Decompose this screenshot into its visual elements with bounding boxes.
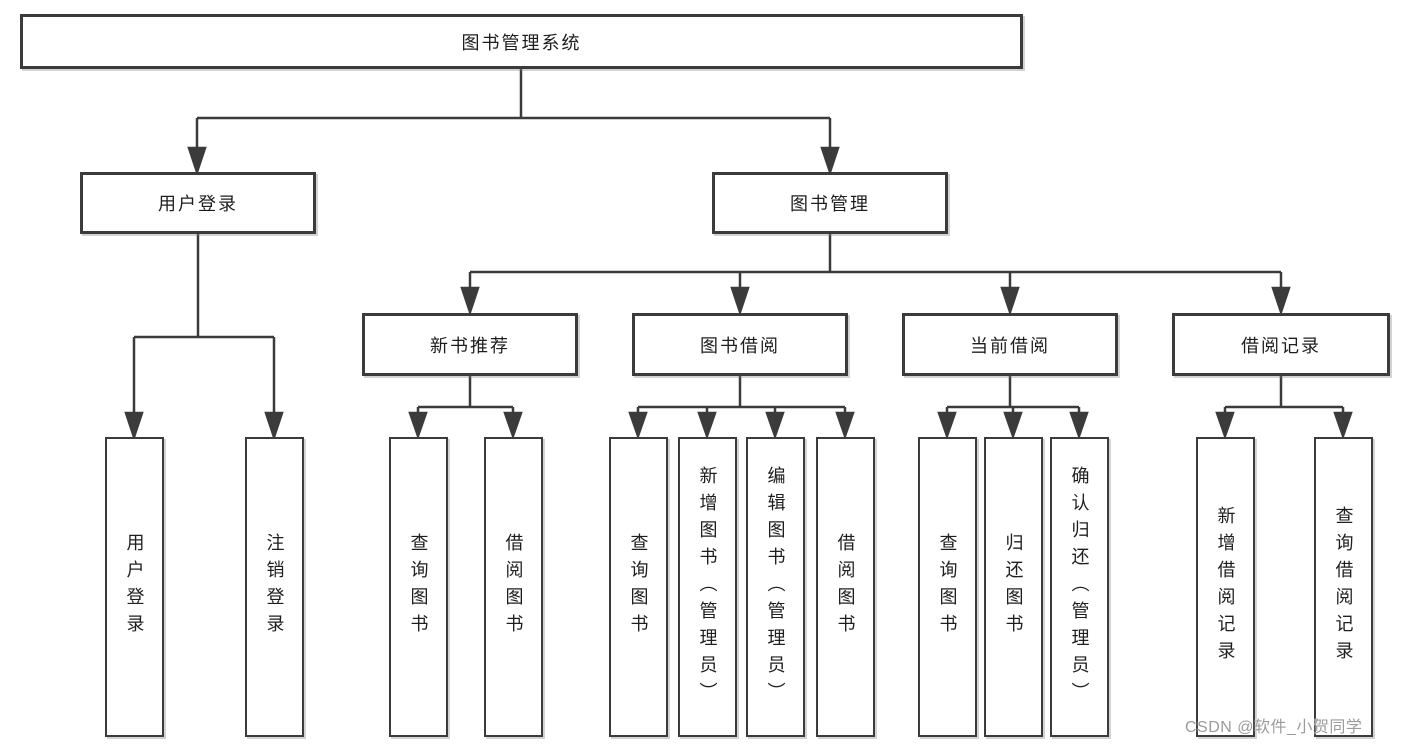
node-root-label: 图书管理系统 — [461, 32, 582, 53]
connector-current-borrow — [937, 376, 1089, 440]
node-user-login-label: 用户登录 — [158, 194, 238, 214]
leaf-edit-books-admin: 编辑图书（管理员） — [746, 437, 805, 737]
leaf-query-books-current-label: 查询图书 — [937, 533, 958, 641]
node-current-borrow-label: 当前借阅 — [970, 335, 1050, 356]
connector-new-book-rec — [408, 376, 523, 440]
connector-user-login — [124, 234, 284, 441]
node-book-borrow-label: 图书借阅 — [700, 335, 780, 356]
leaf-add-books-admin-label: 新增图书（管理员） — [697, 465, 718, 709]
leaf-user-login-label: 用户登录 — [124, 533, 145, 641]
connector-book-mgmt — [460, 234, 1291, 316]
leaf-edit-books-admin-label: 编辑图书（管理员） — [765, 465, 786, 709]
connector-root — [187, 69, 840, 176]
leaf-query-borrow-record-label: 查询借阅记录 — [1333, 506, 1354, 668]
leaf-query-books-borrow-label: 查询图书 — [628, 533, 649, 641]
leaf-user-login: 用户登录 — [105, 437, 164, 737]
leaf-logout-label: 注销登录 — [264, 533, 285, 641]
leaf-query-books-rec: 查询图书 — [389, 437, 448, 737]
node-new-book-rec: 新书推荐 — [362, 313, 578, 376]
leaf-confirm-return-admin-label: 确认归还（管理员） — [1069, 465, 1090, 709]
leaf-logout: 注销登录 — [245, 437, 304, 737]
leaf-query-books-rec-label: 查询图书 — [408, 533, 429, 641]
leaf-query-books-borrow: 查询图书 — [609, 437, 668, 737]
leaf-query-books-current: 查询图书 — [918, 437, 977, 737]
leaf-add-books-admin: 新增图书（管理员） — [678, 437, 737, 737]
node-user-login: 用户登录 — [80, 172, 316, 234]
leaf-add-borrow-record-label: 新增借阅记录 — [1215, 506, 1236, 668]
leaf-add-borrow-record: 新增借阅记录 — [1196, 437, 1255, 737]
leaf-borrow-books-rec-label: 借阅图书 — [503, 533, 524, 641]
leaf-borrow-books-rec: 借阅图书 — [484, 437, 543, 737]
node-book-mgmt: 图书管理 — [712, 172, 948, 234]
connector-borrow-records — [1215, 376, 1353, 440]
node-new-book-rec-label: 新书推荐 — [430, 335, 510, 356]
connector-book-borrow — [628, 376, 855, 440]
node-root-system: 图书管理系统 — [20, 14, 1023, 69]
leaf-borrow-books-label: 借阅图书 — [835, 533, 856, 641]
leaf-confirm-return-admin: 确认归还（管理员） — [1050, 437, 1109, 737]
node-current-borrow: 当前借阅 — [902, 313, 1118, 376]
node-borrow-records: 借阅记录 — [1172, 313, 1390, 376]
leaf-borrow-books: 借阅图书 — [816, 437, 875, 737]
leaf-query-borrow-record: 查询借阅记录 — [1314, 437, 1373, 737]
leaf-return-books: 归还图书 — [984, 437, 1043, 737]
csdn-watermark: CSDN @软件_小贺同学 — [1185, 719, 1363, 736]
node-borrow-records-label: 借阅记录 — [1241, 335, 1321, 356]
node-book-mgmt-label: 图书管理 — [790, 194, 870, 214]
leaf-return-books-label: 归还图书 — [1003, 533, 1024, 641]
node-book-borrow: 图书借阅 — [632, 313, 848, 376]
